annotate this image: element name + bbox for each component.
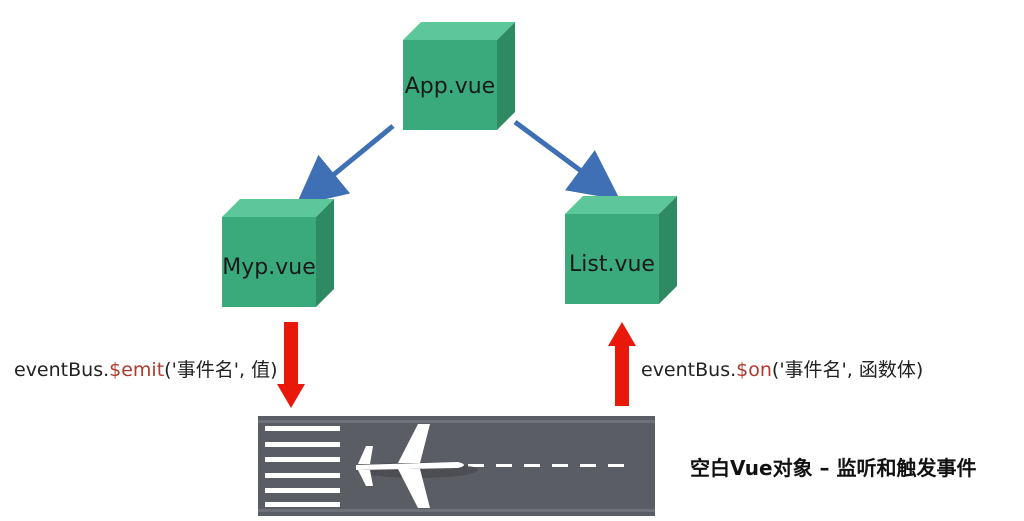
on-up-arrow bbox=[608, 322, 636, 406]
emit-args: ('事件名', 值) bbox=[164, 359, 278, 381]
emit-prefix: eventBus. bbox=[14, 359, 110, 381]
app-vue-label: App.vue bbox=[404, 74, 496, 99]
app-vue-node: App.vue bbox=[403, 22, 515, 132]
event-bus-caption: 空白Vue对象 – 监听和触发事件 bbox=[690, 456, 977, 480]
arrow-app-to-myp bbox=[295, 124, 395, 206]
airplane-icon bbox=[356, 424, 478, 508]
on-method: $on bbox=[736, 359, 772, 381]
runway-illustration bbox=[258, 416, 655, 516]
emit-method: $emit bbox=[109, 359, 165, 381]
emit-call-text: eventBus.$emit('事件名', 值) bbox=[14, 355, 278, 382]
myp-vue-node: Myp.vue bbox=[222, 199, 334, 309]
on-call-text: eventBus.$on('事件名', 函数体) bbox=[641, 355, 923, 382]
runway-stripes bbox=[265, 426, 340, 507]
runway-centerline bbox=[468, 464, 624, 467]
arrow-app-to-list bbox=[513, 119, 621, 200]
emit-down-arrow bbox=[277, 322, 305, 408]
on-prefix: eventBus. bbox=[641, 359, 737, 381]
list-vue-node: List.vue bbox=[565, 196, 677, 306]
myp-vue-label: Myp.vue bbox=[222, 255, 316, 280]
on-args: ('事件名', 函数体) bbox=[771, 359, 924, 381]
list-vue-label: List.vue bbox=[569, 252, 655, 277]
